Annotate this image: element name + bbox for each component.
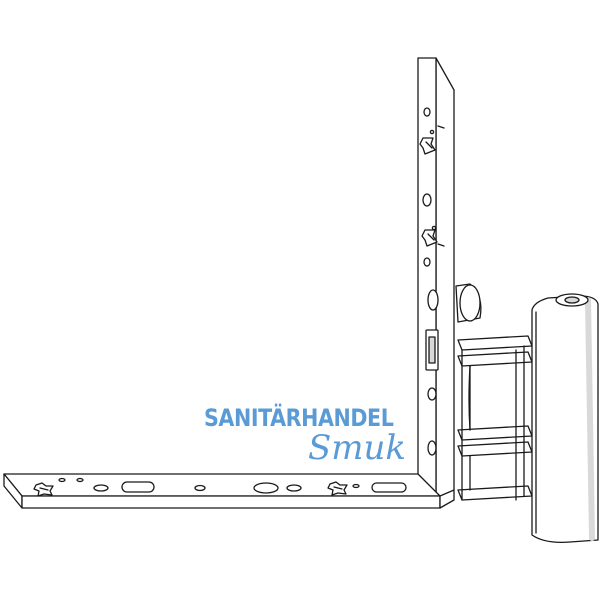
horizontal-plate-holes: [58, 477, 407, 494]
horizontal-clip-1: [33, 482, 54, 497]
vertical-plate-edge: [435, 57, 455, 501]
vertical-plate: [417, 57, 437, 501]
vertical-clip-1: [419, 129, 436, 155]
bolt-stud: [455, 283, 482, 323]
horizontal-clip-2: [327, 481, 348, 496]
hinge-straps: [457, 335, 533, 501]
vertical-clip-2: [421, 225, 438, 247]
hinge-barrel: [531, 293, 599, 543]
vertical-plate-holes: [422, 107, 439, 456]
